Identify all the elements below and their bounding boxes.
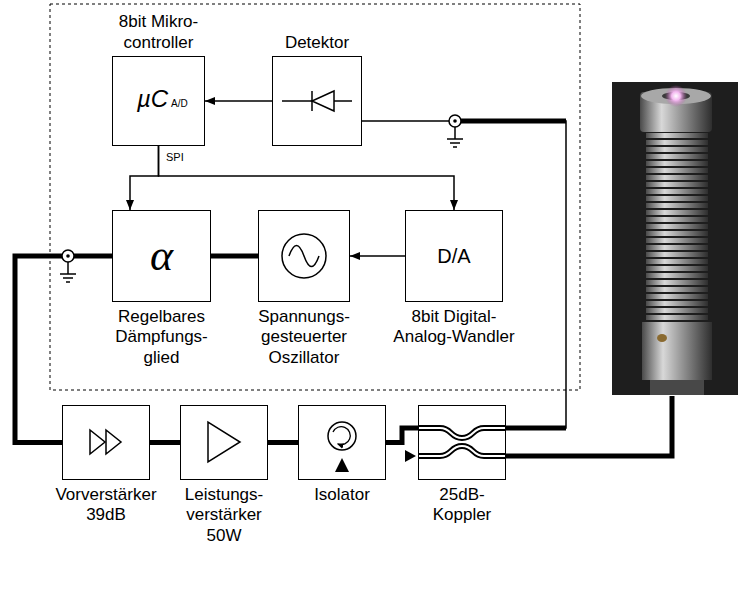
box-caption: Vorverstärker 39dB (50, 485, 162, 526)
isolator-symbol (328, 422, 356, 472)
box-symbol-text: A/D (171, 99, 188, 109)
coupler-symbol (405, 428, 506, 462)
signal-line (205, 100, 272, 102)
component-box: Leistungs- verstärker 50W (180, 405, 268, 480)
signal-line (159, 146, 455, 210)
box-heading: 8bit Mikro- controller (104, 12, 214, 53)
box-caption: Spannungs- gesteuerter Oszillator (254, 307, 354, 368)
plasma-source-photo (612, 82, 738, 395)
component-box: Spannungs- gesteuerter Oszillator (258, 210, 350, 302)
oscillator-symbol (282, 234, 326, 278)
rf-line (150, 440, 180, 445)
box-symbol-text: α (113, 234, 210, 278)
coax-port-symbol (60, 250, 76, 282)
box-caption: Leistungs- verstärker 50W (174, 485, 274, 546)
box-caption: 8bit Digital- Analog-Wandler (387, 307, 522, 348)
rf-line (211, 254, 258, 259)
component-box: Vorverstärker 39dB (62, 405, 150, 480)
component-box: αRegelbares Dämpfungs- glied (112, 210, 211, 302)
box-heading: Detektor (285, 33, 349, 53)
signal-line (362, 121, 566, 428)
box-caption: 25dB- Koppler (422, 485, 502, 526)
box-symbol-text: µC (137, 87, 168, 111)
component-box: Isolator (298, 405, 386, 480)
rf-line (268, 440, 298, 445)
component-box: 25dB- Koppler (418, 405, 506, 480)
signal-line (130, 146, 159, 210)
box-caption: Regelbares Dämpfungs- glied (112, 307, 212, 368)
diode-symbol (282, 91, 352, 111)
module-frame (50, 4, 580, 390)
rf-line (15, 256, 112, 443)
box-caption: Isolator (314, 485, 370, 505)
component-box: Detektor (272, 56, 362, 146)
signal-name: SPI (166, 151, 184, 164)
feed-line-to-plasma-source (506, 396, 672, 456)
box-symbol-text: D/A (406, 246, 502, 266)
component-box: D/A8bit Digital- Analog-Wandler (405, 210, 503, 302)
preamp-symbol (90, 430, 121, 454)
rf-line (386, 428, 418, 443)
coax-port-symbol (447, 115, 463, 147)
amplifier-symbol (208, 422, 240, 462)
component-box: 8bit Mikro- controllerµCA/D (112, 56, 205, 146)
signal-line (350, 255, 405, 257)
